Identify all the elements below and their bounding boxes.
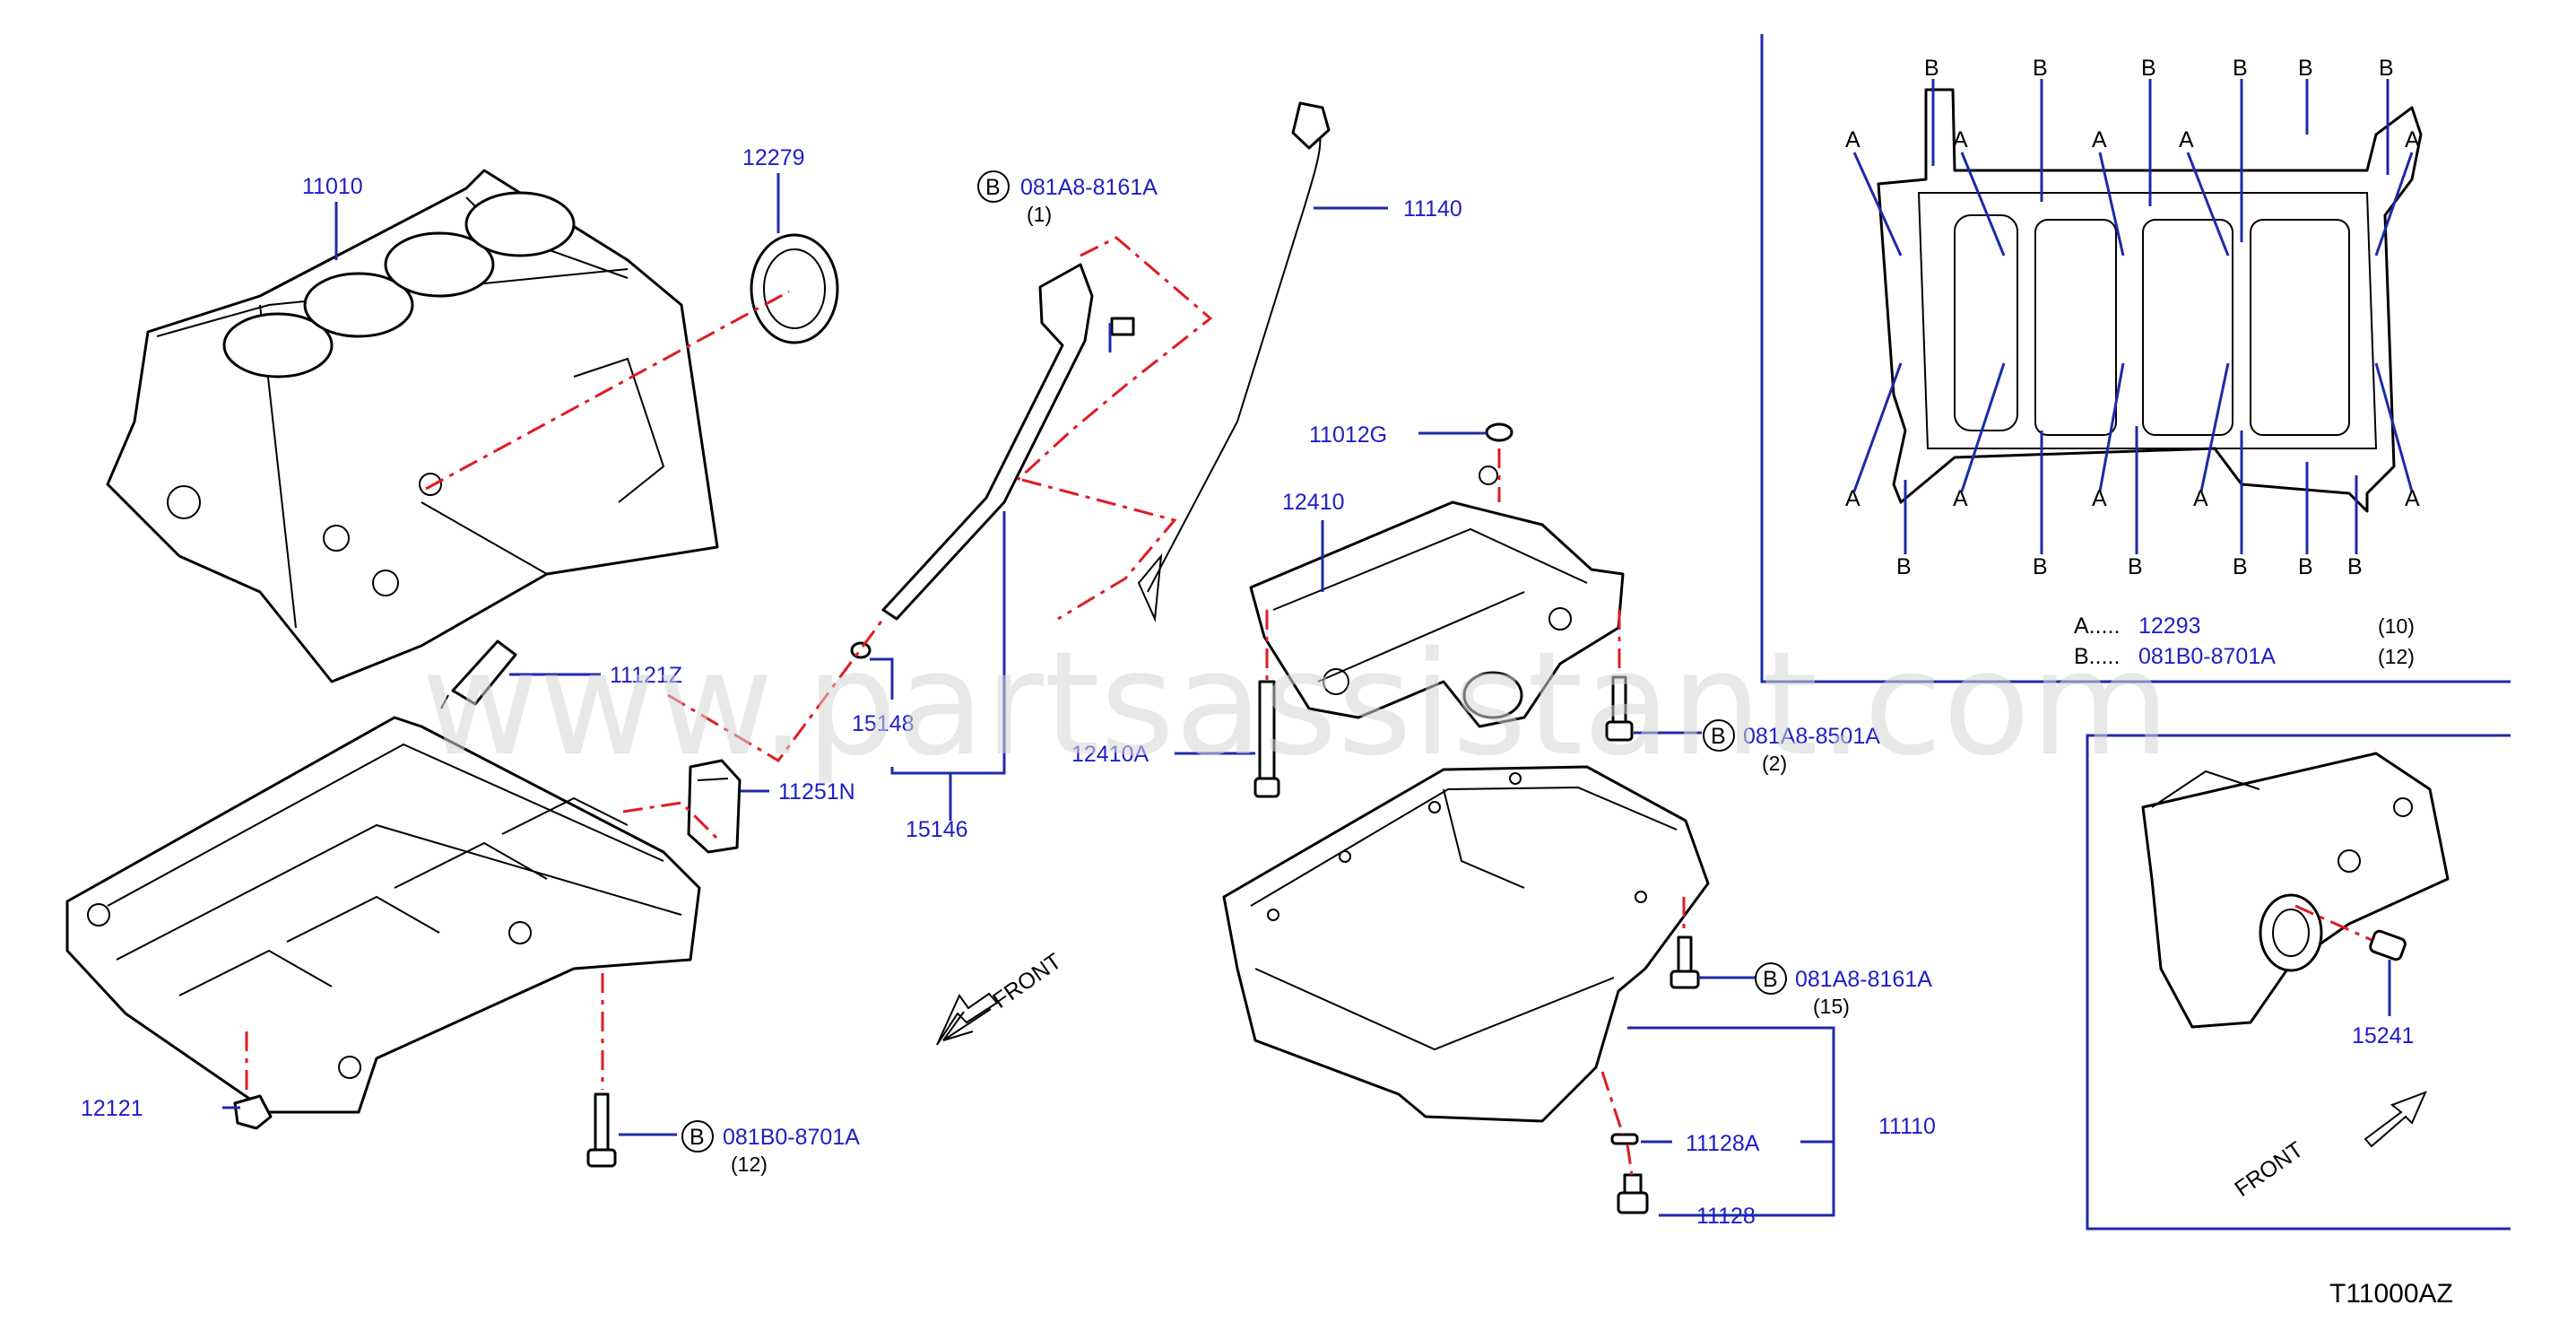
callout-b2-quantity: (2) — [1762, 752, 1787, 775]
callout-b4-part-number[interactable]: 081B0-8701A — [723, 1125, 860, 1150]
callout-b1-part-number[interactable]: 081A8-8161A — [1020, 175, 1158, 200]
callout-b4-quantity: (12) — [731, 1153, 768, 1176]
callout-11128a[interactable]: 11128A — [1686, 1131, 1760, 1156]
letter-b-bottom-1: B — [1896, 554, 1912, 579]
callout-12121[interactable]: 12121 — [81, 1096, 143, 1121]
leader-lines — [222, 173, 2391, 1217]
front-label-inset: FRONT — [2230, 1137, 2308, 1202]
callout-11121z[interactable]: 11121Z — [610, 663, 682, 688]
letter-a-bottom-1: A — [1845, 486, 1860, 511]
dipstick-drawing — [1137, 101, 1331, 622]
letter-a-bottom-5: A — [2405, 486, 2420, 511]
letter-b-top-2: B — [2033, 56, 2048, 81]
oil-pump-assembly-drawing — [1249, 465, 1625, 728]
baffle-plate-drawing — [687, 759, 742, 854]
drain-washer-drawing — [1610, 1133, 1639, 1145]
circled-b-symbols — [681, 170, 1787, 1153]
dipstick-tube-drawing — [850, 263, 1135, 659]
oil-pan-bolt-drawing — [1670, 935, 1700, 989]
legend-pn-b[interactable]: 081B0-8701A — [2138, 644, 2276, 669]
callout-11012g[interactable]: 11012G — [1309, 422, 1387, 448]
letter-b-top-1: B — [1924, 56, 1939, 81]
b-circle-letter-4: B — [690, 1125, 705, 1150]
callout-15148[interactable]: 15148 — [852, 711, 915, 736]
callout-b3-part-number[interactable]: 081A8-8161A — [1795, 967, 1932, 992]
letter-a-bottom-3: A — [2092, 486, 2107, 511]
callout-15146[interactable]: 15146 — [906, 817, 968, 842]
pump-short-bolt-drawing — [1605, 675, 1634, 742]
letter-b-bottom-4: B — [2233, 554, 2248, 579]
ladder-bolt-drawing — [586, 1092, 617, 1168]
drain-plug-drawing — [1617, 1173, 1649, 1214]
o-ring-drawing — [1485, 422, 1514, 442]
legend-key-b: B..... — [2074, 644, 2120, 669]
callout-11010[interactable]: 11010 — [302, 174, 363, 199]
b-circle-letter-3: B — [1763, 967, 1778, 992]
bolt-pattern-frame — [1760, 34, 2511, 683]
dowel-drawing — [2369, 929, 2407, 961]
callout-11251n[interactable]: 11251N — [778, 779, 855, 805]
callout-b3-quantity: (15) — [1813, 995, 1850, 1018]
pump-long-bolt-drawing — [1253, 680, 1280, 798]
legend-key-a: A..... — [2074, 613, 2120, 639]
watermark: www.partsassistant.com — [421, 620, 2170, 787]
letter-b-top-4: B — [2233, 56, 2248, 81]
oil-pan-drawing — [1222, 765, 1710, 1123]
legend-qty-b: (12) — [2378, 645, 2415, 668]
letter-b-bottom-5: B — [2298, 554, 2313, 579]
rear-oil-seal-drawing — [750, 233, 839, 344]
ladder-frame-drawing — [65, 716, 701, 1114]
letter-a-bottom-2: A — [1953, 486, 1968, 511]
letter-a-top-4: A — [2179, 127, 2194, 152]
letter-b-bottom-6: B — [2347, 554, 2363, 579]
front-label-main: FRONT — [988, 949, 1066, 1013]
callout-b2-part-number[interactable]: 081A8-8501A — [1743, 724, 1880, 749]
callout-12279[interactable]: 12279 — [742, 145, 805, 170]
letter-a-bottom-4: A — [2193, 486, 2208, 511]
callout-12410[interactable]: 12410 — [1282, 490, 1345, 515]
bolt-pattern-leaders — [1852, 79, 2414, 554]
letter-a-top-2: A — [1953, 127, 1968, 152]
letter-b-top-6: B — [2379, 56, 2394, 81]
letter-a-top-5: A — [2405, 127, 2420, 152]
letter-b-top-3: B — [2141, 56, 2156, 81]
legend-qty-a: (10) — [2378, 614, 2415, 638]
front-arrow-inset: FRONT — [2230, 1091, 2427, 1202]
callout-11140[interactable]: 11140 — [1403, 196, 1462, 222]
liquid-gasket-tube-drawing — [440, 639, 517, 709]
callout-11110[interactable]: 11110 — [1878, 1114, 1936, 1139]
b-circle-letter-2: B — [1711, 724, 1726, 749]
bolt-pattern-letters: B B B B B B A A A A A A A A A A B B B B … — [1845, 56, 2420, 579]
oil-jet-drawing — [233, 1094, 273, 1130]
callout-11128[interactable]: 11128 — [1696, 1204, 1756, 1229]
assembly-lines — [245, 236, 2372, 1176]
callout-12410a[interactable]: 12410A — [1071, 742, 1149, 767]
callout-15241[interactable]: 15241 — [2352, 1023, 2415, 1048]
bolt-legend: A..... 12293 (10) B..... 081B0-8701A (12… — [2074, 613, 2415, 669]
legend-pn-a[interactable]: 12293 — [2138, 613, 2201, 639]
inset-block-drawing — [2141, 752, 2450, 1029]
callout-b1-quantity: (1) — [1027, 203, 1052, 226]
bolt-pattern-block — [1877, 88, 2423, 513]
letter-a-top-3: A — [2092, 127, 2107, 152]
letter-a-top-1: A — [1845, 127, 1860, 152]
diagram-code: T11000AZ — [2329, 1279, 2453, 1309]
cylinder-block-drawing — [106, 169, 719, 683]
front-arrow-main: FRONT — [936, 949, 1066, 1046]
letter-b-top-5: B — [2298, 56, 2313, 81]
b-circle-letter-1: B — [985, 175, 1001, 200]
front-view-frame — [2086, 734, 2511, 1231]
letter-b-bottom-3: B — [2128, 554, 2143, 579]
letter-b-bottom-2: B — [2033, 554, 2048, 579]
